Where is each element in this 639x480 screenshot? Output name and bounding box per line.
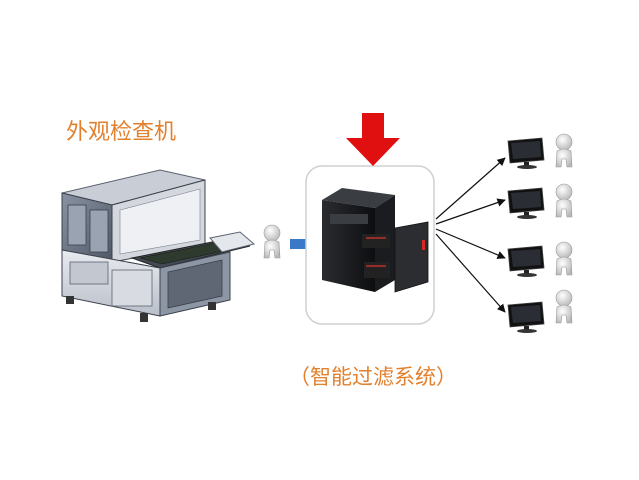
client-workstation-4 (507, 289, 573, 333)
intelligent-filter-system-label: （智能过滤系统） (289, 365, 457, 389)
user-person-icon (555, 133, 573, 168)
client-workstation-3 (507, 241, 573, 277)
monitor-icon (507, 137, 545, 169)
network-links (435, 157, 506, 313)
red-input-arrow (346, 113, 400, 166)
client-workstation-1 (507, 133, 573, 169)
monitor-icon (507, 187, 545, 219)
user-person-icon (555, 289, 573, 324)
operator-person-icon (263, 224, 281, 259)
monitor-icon (507, 245, 545, 277)
inspection-machine-icon (61, 169, 256, 322)
user-person-icon (555, 183, 573, 218)
monitor-icon (507, 301, 545, 333)
server-tower-icon (322, 188, 429, 293)
user-person-icon (555, 241, 573, 276)
inspection-machine-label: 外观检查机 (66, 120, 177, 145)
client-workstation-2 (507, 183, 573, 219)
